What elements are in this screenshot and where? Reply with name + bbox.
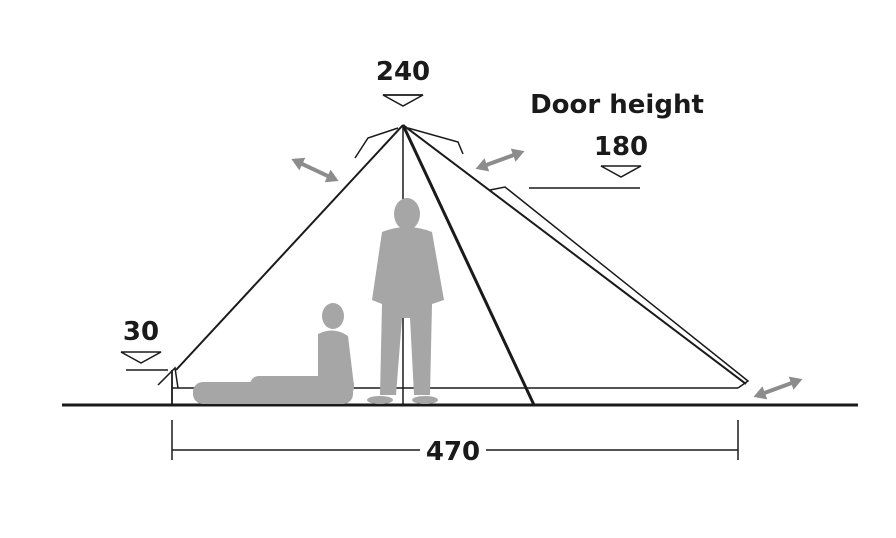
sitting-person-icon xyxy=(250,303,354,396)
double-arrow-icon-left-vent xyxy=(291,157,339,183)
right-vent xyxy=(407,127,464,155)
wall-height-label: 30 xyxy=(123,317,159,347)
left-peg-flap xyxy=(157,366,179,389)
wall-height-marker xyxy=(120,351,162,364)
right-door-panel xyxy=(489,186,750,389)
door-height-title: Door height xyxy=(530,90,704,120)
length-label: 470 xyxy=(426,437,480,467)
left-slope xyxy=(175,124,404,371)
door-height-label: 180 xyxy=(594,132,648,162)
standing-person-icon xyxy=(367,198,444,404)
right-slope-outer xyxy=(402,124,747,385)
inner-tent-slope xyxy=(401,124,536,406)
peak-height-marker xyxy=(382,94,424,107)
left-vent xyxy=(354,127,399,159)
double-arrow-icon-right-vent xyxy=(475,148,525,172)
double-arrow-icon-ground xyxy=(753,376,803,400)
door-height-marker xyxy=(600,165,642,178)
peak-height-label: 240 xyxy=(376,57,430,87)
